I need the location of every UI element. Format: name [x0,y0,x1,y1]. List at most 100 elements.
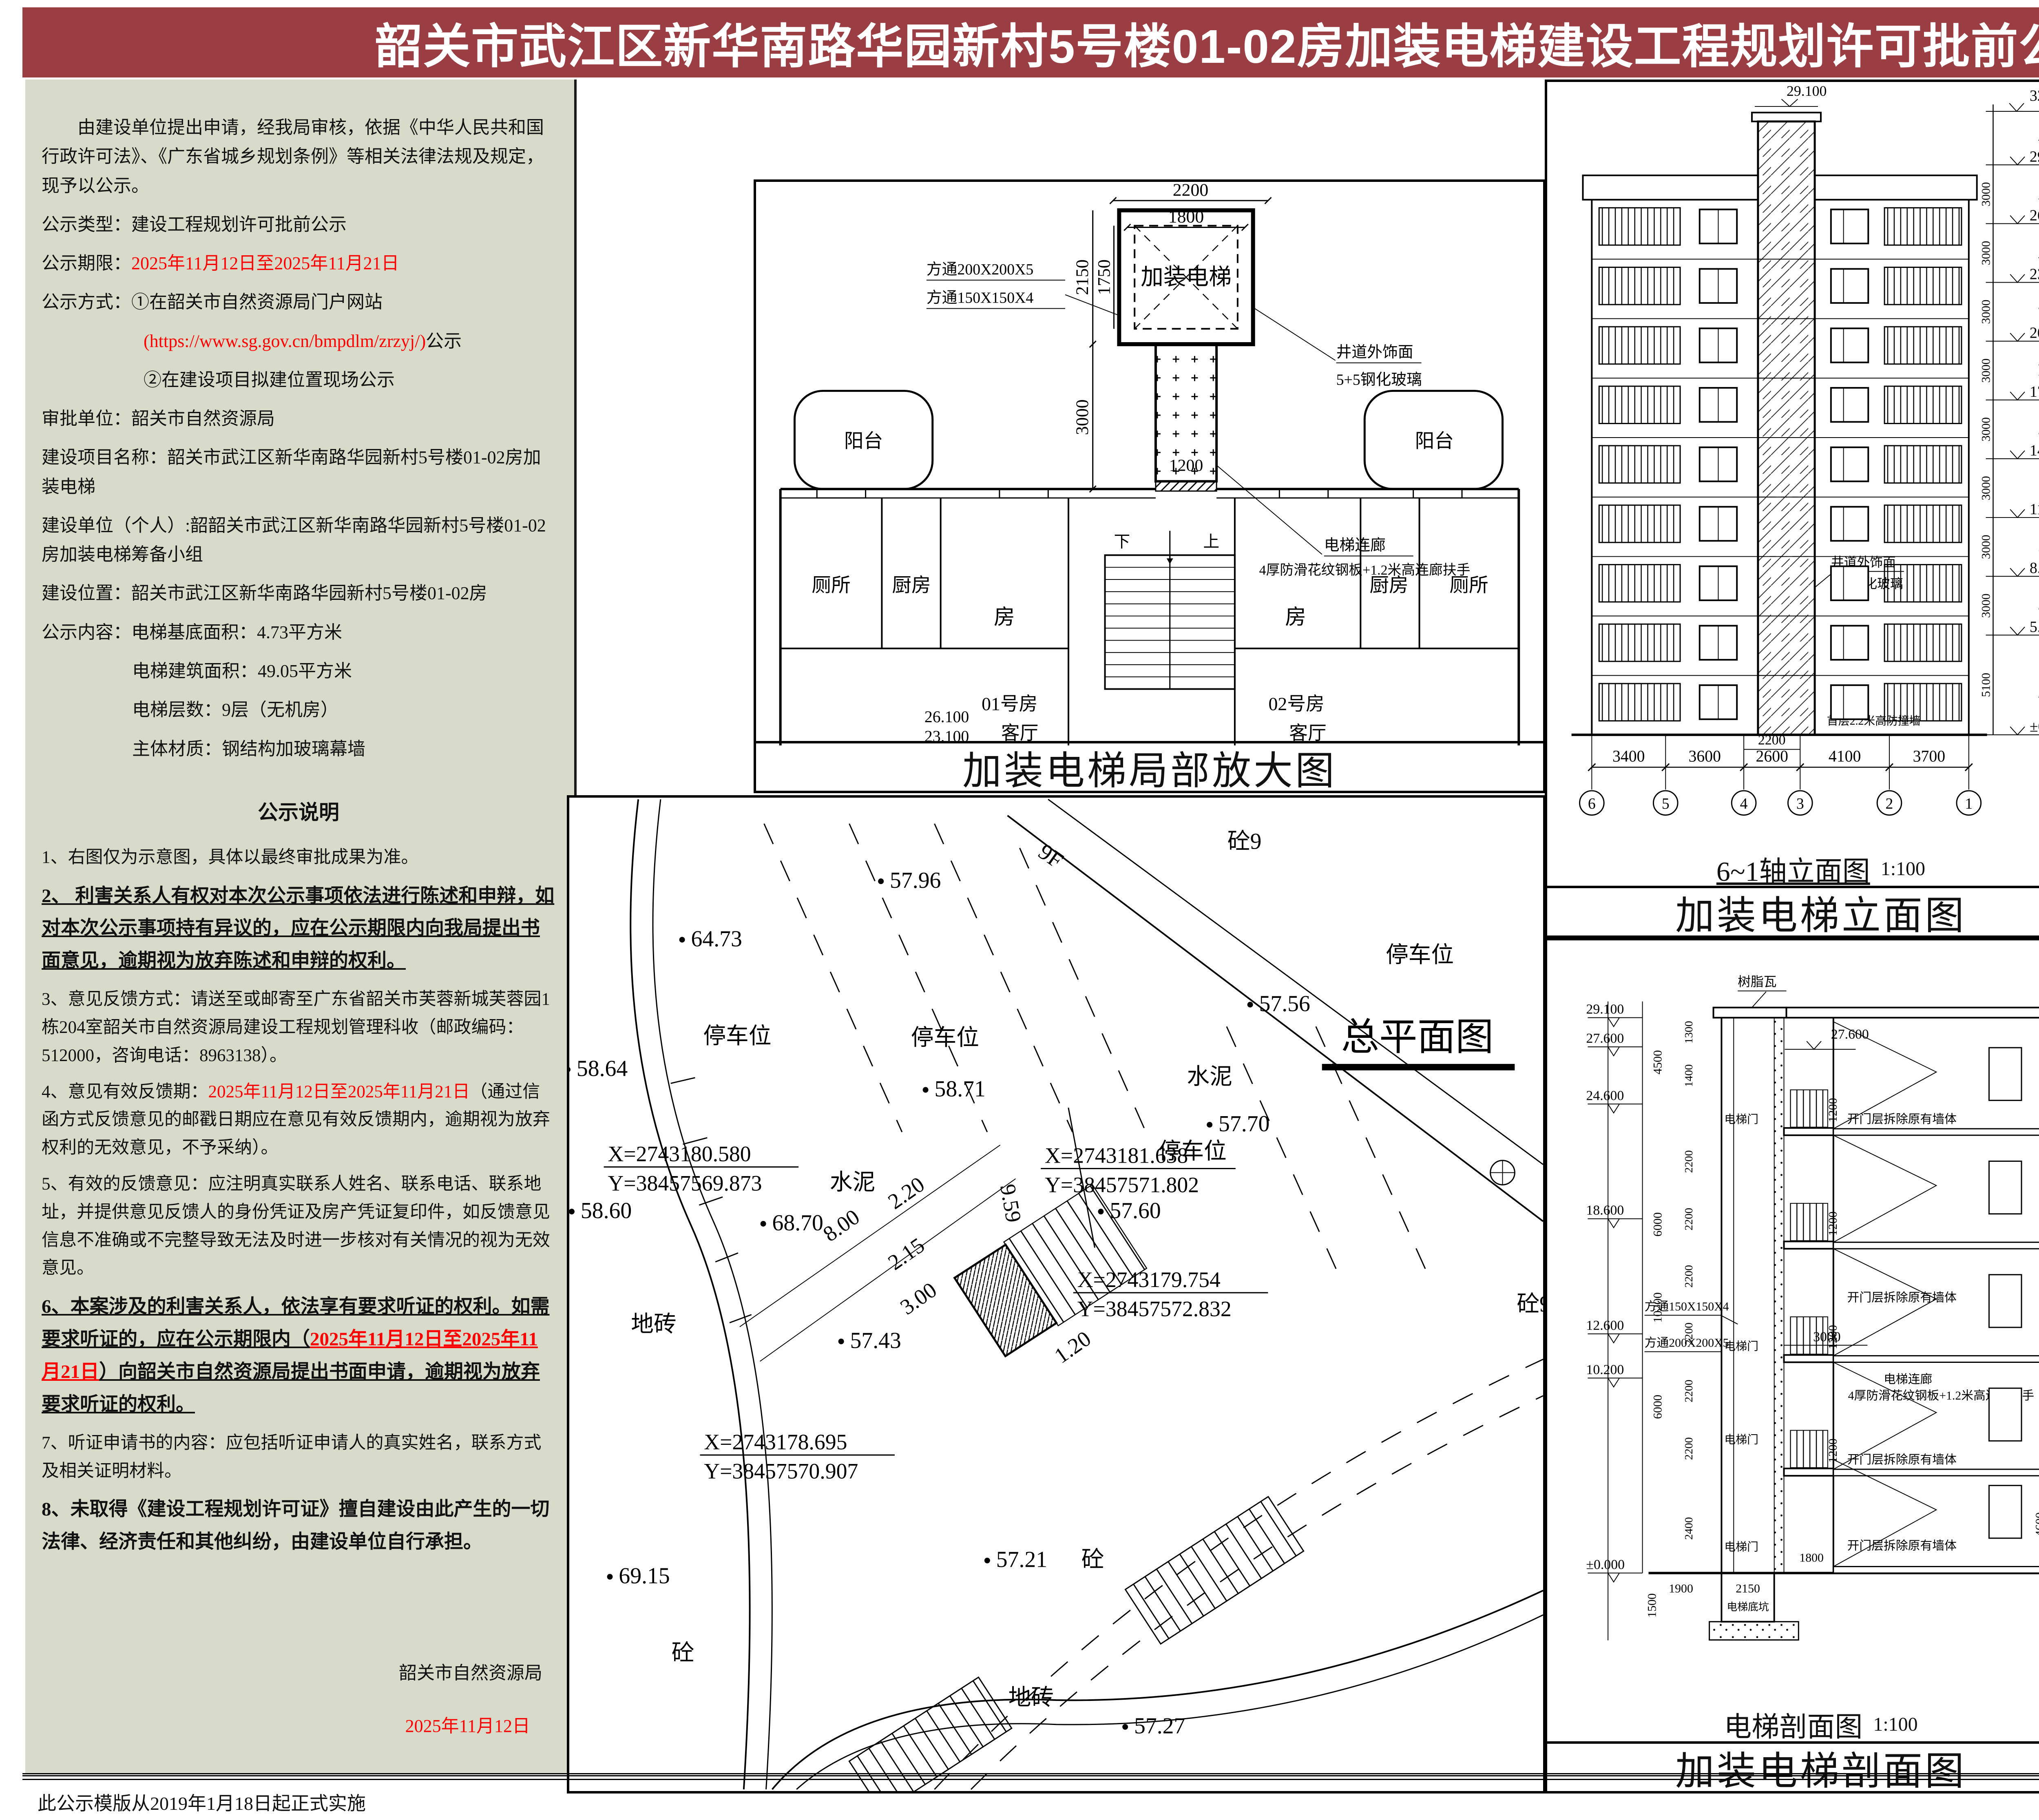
sect-window [1988,1274,2022,1328]
elev-level-ladder: 32.10029.100屋顶300026.100九层300023.100八层30… [1979,87,2039,736]
sect-bridge-dim: 1200 [1826,1325,1840,1349]
axis-bubble-number: 4 [1740,795,1748,812]
axis-bubble-number: 5 [1662,795,1670,812]
elev-axis-dim: 3600 [1688,747,1721,765]
elev-panel-title: 加装电梯立面图 [1547,886,2039,938]
plan-note-bridge1: 电梯连廊 [1324,537,1386,554]
sect-total-dim: 6000 [1651,1212,1664,1237]
notice-item-date: 2025年11月12日至2025年11月21日 [42,1329,538,1382]
sect-floor-slab [1833,1355,2039,1363]
axis-bubble [1876,790,1902,816]
project-label: 建设项目名称： [42,447,167,468]
elev-balcony-rail [1884,564,1962,603]
site-area-label: 9F [1034,839,1068,874]
plan-leader-notes: 方通200X200X5 方通150X150X4 井道外饰面 5+5钢化玻璃 电梯… [927,261,1471,578]
notice-period-value: 2025年11月12日至2025年11月21日 [131,253,399,274]
notice-item-text: 7、听证申请书的内容：应包括听证申请人的真实姓名，联系方式及相关证明材料。 [42,1433,542,1481]
plan-drawing: 加装电梯 1200 2200 1800 2150 1750 3000 [779,182,1520,745]
site-spot-elevation: 69.15 [619,1563,670,1588]
signature: 韶关市自然资源局 [399,1663,542,1683]
path-item [1661,763,1670,772]
axis-bubble-number: 2 [1886,795,1893,812]
site-title: 总平面图 [1341,1017,1494,1059]
site-spot-dot [607,1574,613,1580]
path-item [2010,333,2025,342]
elev-level-value: 5.100 [2030,618,2039,635]
sect-dim-base: 1800 [1799,1551,1824,1565]
axis-bubble [1579,790,1605,816]
elev-floor-name: 四层 [2038,475,2039,496]
site-area-label: 停车位 [1386,942,1454,968]
notice-url-tail: 公示 [426,331,462,351]
sect-stair-flight [1833,1134,1937,1243]
elev-level-value: 17.100 [2030,383,2039,400]
sect-left-dim: 1400 [1683,1064,1695,1087]
notice-method-label: 公示方式： [42,292,131,312]
notice-item-date: 2025年11月12日至2025年11月21日 [208,1082,470,1101]
sect-note-bridge1: 电梯连廊 [1884,1373,1932,1386]
elev-floor-name: 八层 [2038,241,2039,261]
elev-storey-dim: 3000 [1979,535,1993,559]
site-area-label: 停车位 [1159,1139,1227,1164]
elev-balcony-rail [1598,207,1681,246]
site-dim-label: 3.00 [896,1277,941,1319]
section-drawing: 树脂瓦 27.600 2150 电梯底坑 1900 1500 1800 3000 [1586,975,2039,1641]
sect-dim-pitoff: 1900 [1669,1582,1693,1595]
elev-floor-name: 三层 [2038,535,2039,555]
plan-room-label: 02号房 [1269,693,1325,714]
site-coord-y: Y=38457572.832 [1077,1297,1232,1321]
plan-room-label: 厨房 [1369,575,1409,596]
approve-value: 韶关市自然资源局 [131,409,275,429]
site-spot-dot [1098,1209,1104,1214]
footer-divider [22,1773,2039,1780]
elev-floor-name: 九层 [2038,182,2039,203]
sect-bridge-rail [1790,1430,1828,1468]
plan-dim-1750: 1750 [1095,259,1114,295]
owner-row: 建设单位（个人）:韶韶关市武江区新华南路华园新村5号楼01-02房加装电梯筹备小… [42,511,555,569]
content-items: 电梯建筑面积：49.05平方米电梯层数：9层（无机房）主体材质：钢结构加玻璃幕墙 [42,657,555,763]
sect-demolish-label: 开门层拆除原有墙体 [1847,1112,1957,1126]
path-item [1608,1218,1620,1229]
elev-level-value: 11.100 [2030,501,2039,518]
elevation-panel: 29.100 井道外饰面 5+5钢化玻璃 首层2.2米高防撞墙 32.10029… [1545,80,2039,938]
sect-subtitle-row: 电梯剖面图 1:100 [1547,1705,2039,1744]
elev-axis-dim: 3700 [1913,747,1946,765]
notice-period-row: 公示期限：2025年11月12日至2025年11月21日 [42,249,555,278]
site-spot-dot [760,1221,766,1227]
notice-item-text: （通过信函方式反馈意见的邮戳日期应在意见有效反馈期内，逾期视为放弃权利的无效意见… [42,1082,550,1158]
section-panel: 树脂瓦 27.600 2150 电梯底坑 1900 1500 1800 3000 [1545,938,2039,1793]
path-item [1588,763,1596,772]
intro-paragraph: 由建设单位提出申请，经我局审核，依据《中华人民共和国行政许可法》、《广东省城乡规… [42,117,544,196]
sect-demolish-label: 开门层拆除原有墙体 [1847,1539,1957,1552]
notice-method-line2: ②在建设项目拟建位置现场公示 [144,369,395,390]
sect-bridge-rail [1790,1316,1828,1355]
site-spot-dot [569,1067,571,1072]
sect-window [1988,1047,2022,1101]
elev-floor-name: 五层 [2038,417,2039,438]
path-item [2009,103,2024,112]
elev-window [1830,208,1869,245]
notice-notes-list: 1、右图仅为示意图，具体以最终审批成果为准。2、 利害关系人有权对本次公示事项依… [42,844,555,1559]
sect-left-dim: 2400 [1683,1517,1695,1540]
sect-left-dim: 2200 [1683,1150,1695,1173]
elev-window [1830,506,1869,542]
plan-shaft-label: 加装电梯 [1141,265,1232,290]
elev-storey-dim: 3000 [1979,593,1993,618]
site-dim-label: 8.00 [818,1204,864,1246]
content-item-1: 电梯建筑面积：49.05平方米 [132,661,352,681]
plan-dim-2150: 2150 [1073,259,1092,295]
location-label: 建设位置： [42,583,131,604]
site-area-label: 水泥 [1187,1064,1232,1090]
notice-item-7: 7、听证申请书的内容：应包括听证申请人的真实姓名，联系方式及相关证明材料。 [42,1429,555,1486]
elev-balcony-rail [1598,385,1681,425]
notice-item-1: 1、右图仅为示意图，具体以最终审批成果为准。 [42,844,555,872]
site-spot-elevation: 57.60 [1110,1198,1161,1223]
sect-subtitle: 电梯剖面图 [1724,1711,1863,1743]
sect-panel-title: 加装电梯剖面图 [1547,1741,2039,1793]
sect-window [1988,1160,2022,1215]
site-spot-dot [679,937,685,943]
site-coord-x: X=2743179.754 [1077,1267,1221,1292]
elev-balcony-rail [1598,564,1681,603]
elev-balcony-rail [1884,326,1962,365]
